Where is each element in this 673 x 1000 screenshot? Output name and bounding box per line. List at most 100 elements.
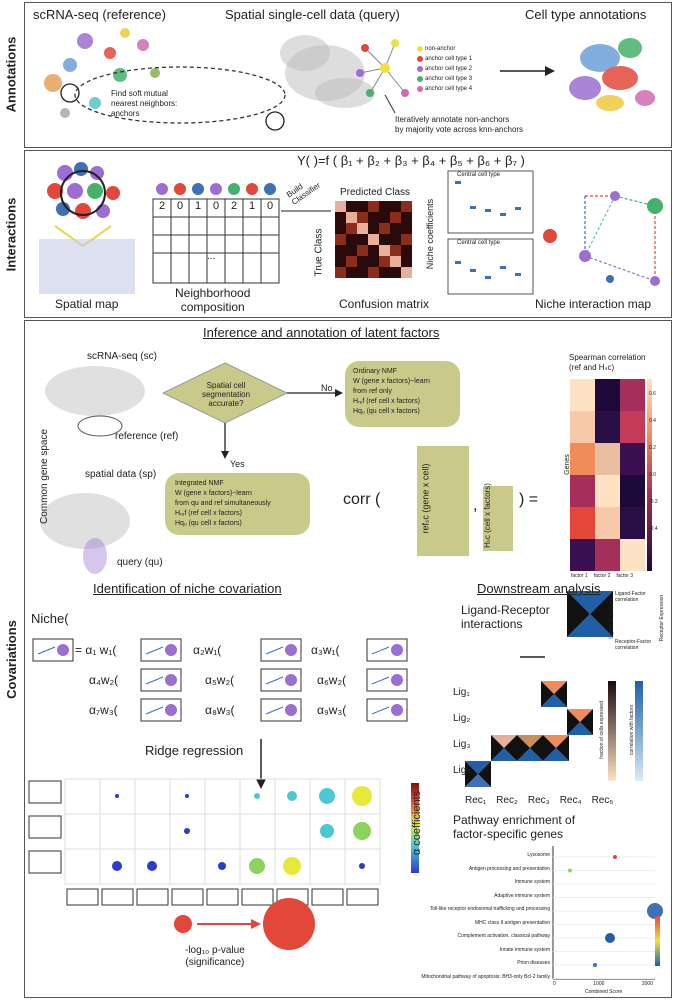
nmf-line: Hqᵤ (qu cell x factors) (353, 408, 420, 415)
frac-label: fraction of cells expressed (598, 701, 605, 759)
heat-cell (570, 555, 595, 571)
bubble (283, 857, 301, 875)
niche-map-label: Niche interaction map (535, 297, 652, 311)
niche-box (140, 668, 182, 692)
bubble-cell (134, 813, 171, 850)
confusion-cell (335, 245, 346, 256)
ref-label: reference (ref) (115, 431, 179, 442)
bubble (147, 861, 157, 871)
confusion-cell (335, 256, 346, 267)
niche-box (140, 638, 182, 662)
pathway-name: Complement activation, classical pathway (457, 933, 550, 939)
lr-triangle (541, 681, 567, 694)
confusion-matrix (335, 201, 412, 278)
lig-1: Lig₁ (453, 687, 470, 698)
confusion-cell (401, 223, 412, 234)
rec-expr-label: Receptor Expression (659, 594, 666, 642)
pathway-title: Pathway enrichment of factor-specific ge… (453, 813, 575, 841)
lr-triangle (567, 591, 590, 637)
rf-line: Receptor-Factor (615, 639, 652, 645)
lr-triangle (491, 748, 517, 761)
bubble-cell (239, 813, 276, 850)
heat-cell (570, 491, 595, 507)
niche-box-cell (57, 644, 69, 656)
heat-cell (620, 555, 645, 571)
int-line: Integrated NMF (175, 480, 224, 487)
lr-triangle (465, 761, 491, 774)
eq-term-2: α₂w₁( (193, 643, 222, 657)
pval-small-dot (174, 915, 192, 933)
section-label-covariations: Covariations (0, 320, 22, 998)
lr-triangle (465, 774, 491, 787)
confusion-cell (401, 212, 412, 223)
lr-triangle (580, 709, 593, 735)
confusion-cell (390, 245, 401, 256)
section-label-annotations: Annotations (0, 0, 22, 148)
heat-colorbar (647, 379, 652, 571)
confusion-cell (335, 234, 346, 245)
lr-triangle (554, 681, 567, 707)
sc-umap (45, 366, 145, 416)
lr-triangle (567, 709, 593, 722)
qu-highlight (83, 538, 107, 574)
confusion-cell (390, 212, 401, 223)
bubble (112, 861, 122, 871)
legend-item: anchor cell type 2 (425, 66, 473, 72)
spearman-line: (ref and Hₛc) (569, 363, 615, 372)
predicted-class-label: Predicted Class (340, 187, 411, 198)
niche-box-edge (145, 676, 164, 685)
niche-box-edge (265, 646, 284, 655)
niche-box (366, 668, 408, 692)
pathway-name: MHC class II antigen presentation (474, 919, 550, 926)
int-line: W (gene x factors)~learn (175, 490, 252, 497)
confusion-cell (357, 201, 368, 212)
section-label-text: Covariations (3, 619, 19, 699)
heat-tick: 0.0 (649, 472, 656, 478)
confusion-cell (368, 212, 379, 223)
lr-triangle (465, 761, 478, 787)
lr-line: interactions (461, 617, 523, 631)
bubble (184, 828, 190, 834)
niche-box-edge (145, 646, 164, 655)
heat-cell (570, 411, 595, 427)
lr-triangle (491, 735, 504, 761)
confusion-cell (346, 234, 357, 245)
confusion-cell (390, 267, 401, 278)
niche-coef-label: Niche coefficients (425, 198, 436, 270)
spearman-heatmap (570, 379, 652, 571)
gene-space-label: Common gene space (39, 428, 51, 525)
annotations-illustration (44, 28, 655, 131)
lr-triangle (567, 614, 613, 637)
frac-colorbar (608, 681, 616, 781)
knn-star (356, 39, 409, 97)
heat-cell (595, 491, 620, 507)
sp-umap (40, 493, 130, 549)
niche-box (140, 698, 182, 722)
confusion-cell (346, 201, 357, 212)
interaction-equation: Y( )=f ( β₁ + β₂ + β₃ + β₄ + β₅ + β₆ + β… (297, 153, 525, 168)
covariations-illustration (28, 361, 663, 980)
pathway-name: Antigen processing and presentation (468, 865, 550, 872)
confusion-cell (379, 256, 390, 267)
eq-term-6: α₆w₂( (317, 673, 347, 687)
confusion-cell (379, 212, 390, 223)
pathway-name: Immune system (514, 879, 550, 885)
niche-box-edge (145, 706, 164, 715)
pval-line: (significance) (185, 957, 245, 968)
corr-ref-label: refₛc (gene x cell) (420, 463, 431, 534)
heat-cell (620, 427, 645, 443)
legend-item: anchor cell type 3 (425, 76, 473, 82)
confusion-cell (401, 267, 412, 278)
confusion-cell (335, 212, 346, 223)
heat-cell (595, 395, 620, 411)
factor-label: factor 1 (571, 573, 588, 579)
lr-triangle (517, 748, 543, 761)
confusion-cell (357, 212, 368, 223)
legend-item: anchor cell type 4 (425, 86, 473, 92)
lr-triangle (530, 735, 543, 761)
confusion-cell (368, 267, 379, 278)
neighborhood-grid (152, 198, 280, 284)
heat-cell (570, 459, 595, 475)
grid-ellipsis: ... (207, 251, 216, 262)
confusion-cell (335, 201, 346, 212)
